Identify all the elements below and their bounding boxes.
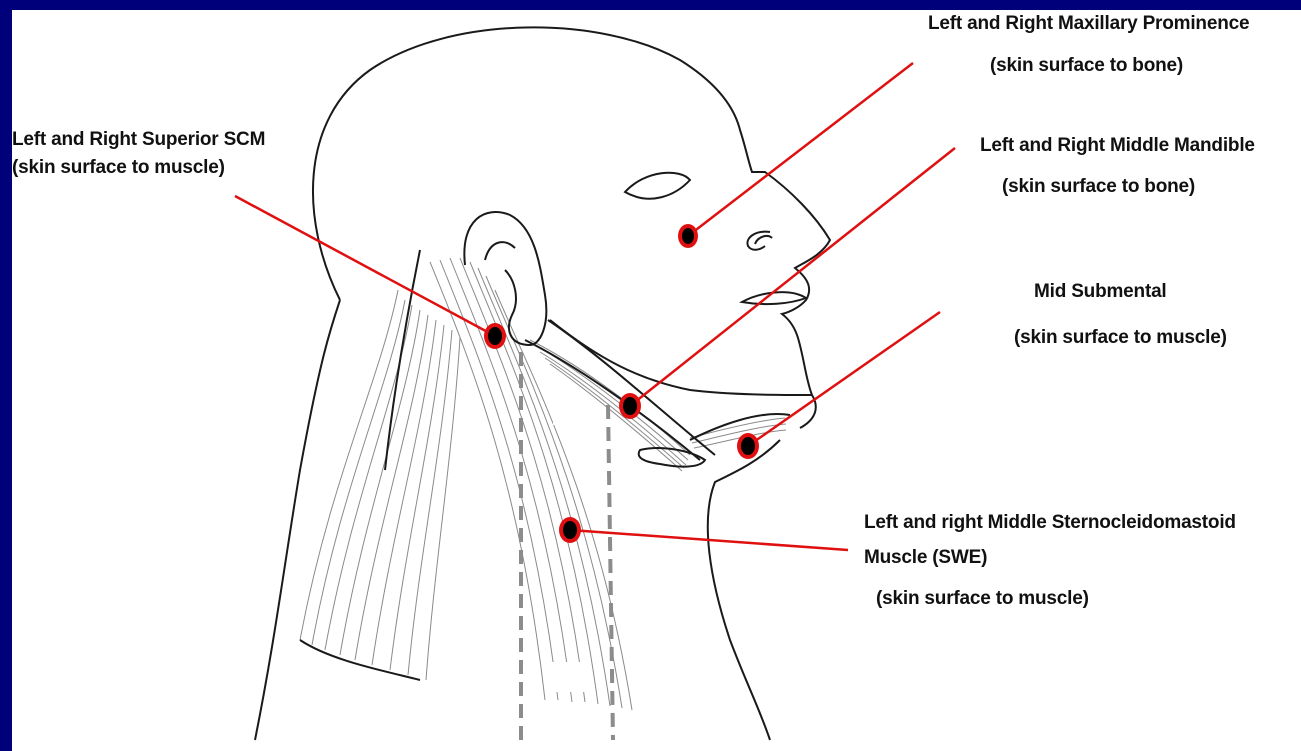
mandible-leader-line <box>630 148 955 406</box>
maxillary-label-title: Left and Right Maxillary Prominence <box>928 12 1249 36</box>
superior-scm-label-detail: (skin surface to muscle) <box>12 156 225 180</box>
superior-scm-marker <box>484 323 506 349</box>
middle-scm-marker <box>559 517 581 543</box>
maxillary-marker <box>678 224 698 248</box>
diagram-panel: Left and Right Maxillary Prominence (ski… <box>12 10 1301 751</box>
middle-scm-label-detail: (skin surface to muscle) <box>876 587 1089 611</box>
submental-marker <box>737 433 759 459</box>
maxillary-label-detail: (skin surface to bone) <box>990 54 1183 78</box>
superior-scm-label-title: Left and Right Superior SCM <box>12 128 265 152</box>
head-outline <box>255 27 830 740</box>
leader-lines <box>235 63 955 550</box>
superior-scm-leader-line <box>235 196 495 336</box>
fiber-group <box>300 258 786 710</box>
maxillary-leader-line <box>688 63 913 236</box>
submental-label-title: Mid Submental <box>1034 280 1167 304</box>
mandible-marker <box>619 393 641 419</box>
mandible-label-title: Left and Right Middle Mandible <box>980 134 1255 158</box>
mandible-label-detail: (skin surface to bone) <box>1002 175 1195 199</box>
submental-leader-line <box>748 312 940 446</box>
gap-mask <box>552 662 590 692</box>
middle-scm-label-title-line2: Muscle (SWE) <box>864 546 987 570</box>
middle-scm-label-title-line1: Left and right Middle Sternocleidomastoi… <box>864 511 1236 535</box>
submental-label-detail: (skin surface to muscle) <box>1014 326 1227 350</box>
gap-mask <box>553 395 583 425</box>
head-neck-illustration <box>12 10 1301 751</box>
